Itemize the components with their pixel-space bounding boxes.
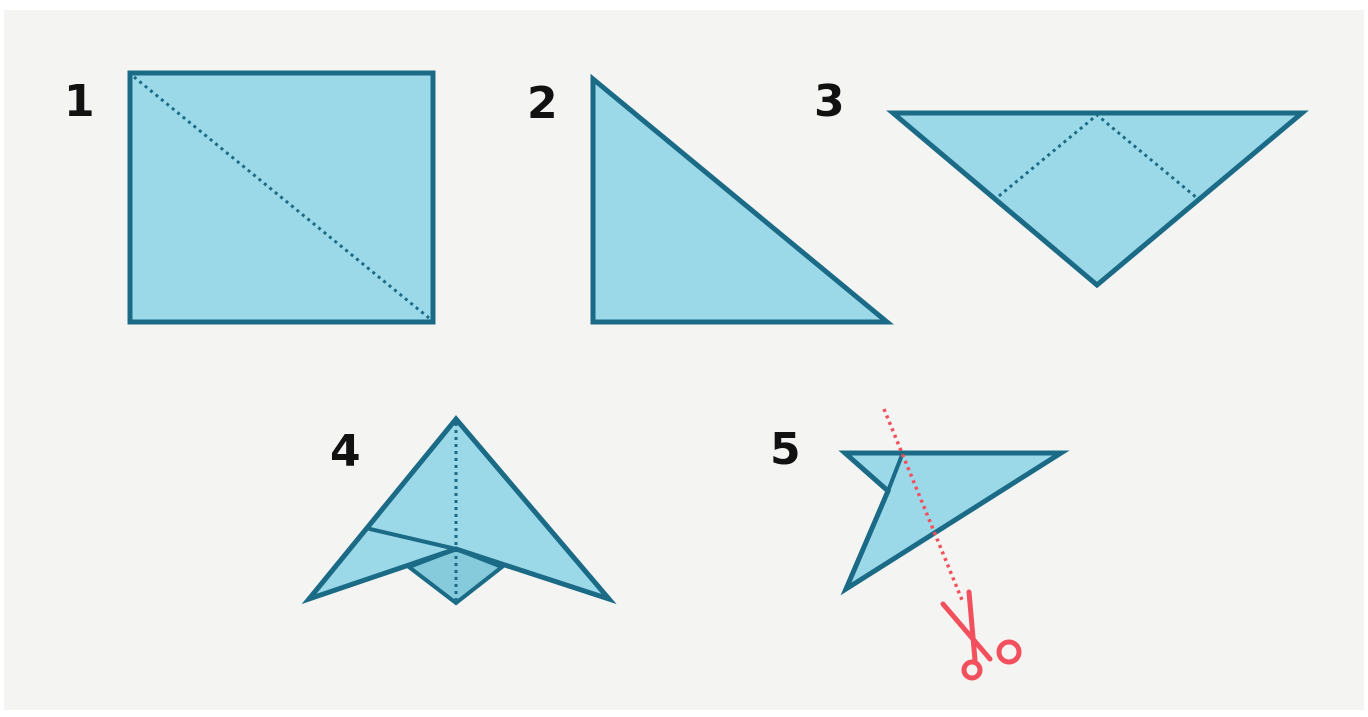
inverted-triangle-paper <box>886 110 1309 289</box>
scissors-blade-left <box>940 601 993 662</box>
step-5: 5 <box>770 408 1070 681</box>
scissors-handle-right <box>996 639 1022 665</box>
diagonal-fold-line <box>133 75 430 320</box>
step-1: 1 <box>64 70 436 325</box>
step-1-number: 1 <box>64 76 95 127</box>
scissors-icon <box>940 589 1022 681</box>
step-5-number: 5 <box>770 424 801 475</box>
left-wing-edge <box>307 547 458 601</box>
corner-fold-lines <box>998 113 1198 200</box>
square-paper <box>127 70 436 325</box>
step-4: 4 <box>301 415 617 606</box>
step-3: 3 <box>814 76 1309 289</box>
step-2: 2 <box>527 73 894 325</box>
step-3-number: 3 <box>814 76 845 127</box>
left-flap-edge <box>368 527 458 551</box>
step-2-number: 2 <box>527 78 558 129</box>
triangle-paper <box>590 73 894 325</box>
half-kite-paper <box>838 450 1070 596</box>
scissors-blade-right <box>966 589 978 663</box>
step-4-number: 4 <box>330 426 361 477</box>
inner-fold-edge <box>886 453 904 493</box>
scissors-handle-left <box>961 659 983 681</box>
